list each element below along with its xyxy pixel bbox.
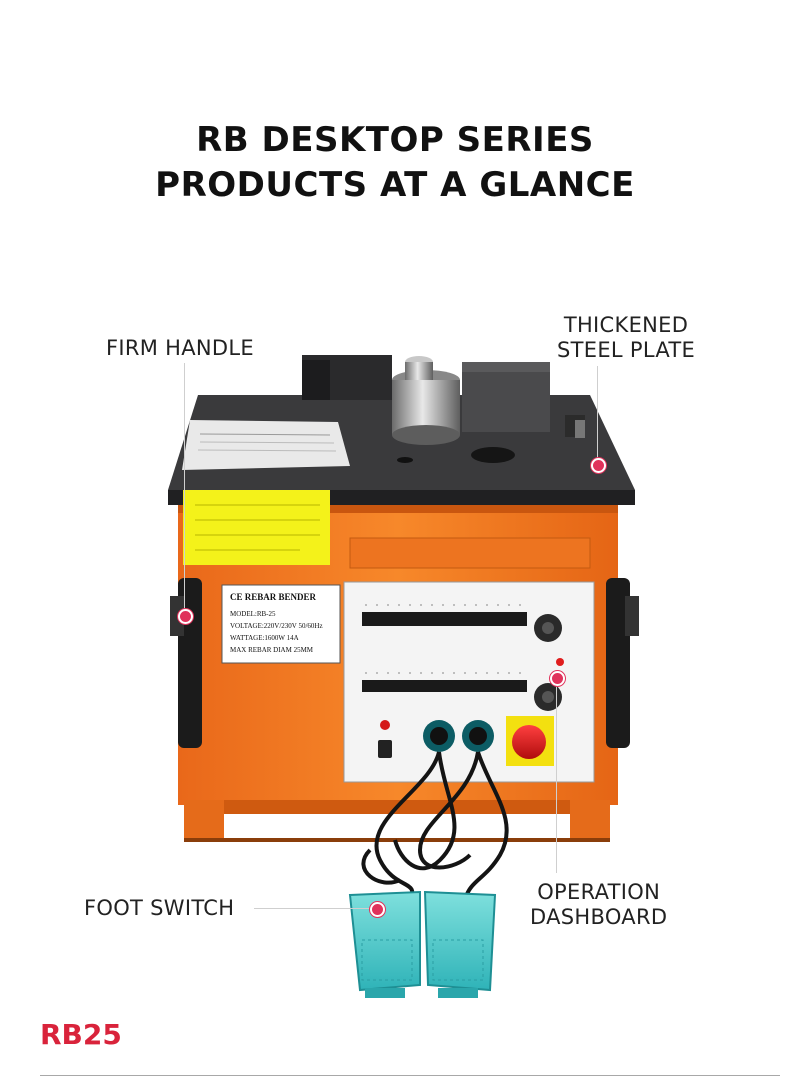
- nameplate-max-diam: MAX REBAR DIAM 25MM: [230, 646, 314, 654]
- foot-switch-marker: [370, 902, 385, 917]
- nameplate-wattage: WATTAGE:1600W 14A: [230, 634, 299, 642]
- page-title-line-1: RB DESKTOP SERIES: [196, 120, 594, 160]
- thickened-plate-label: THICKENED STEEL PLATE: [557, 313, 695, 363]
- foot-pedals: [348, 890, 497, 998]
- thickened-plate-line-1: THICKENED: [563, 313, 689, 337]
- nameplate-title: CE REBAR BENDER: [230, 592, 317, 602]
- thickened-plate-marker: [591, 458, 606, 473]
- firm-handle-marker: [178, 609, 193, 624]
- foot-switch-label: FOOT SWITCH: [84, 896, 235, 920]
- thickened-plate-line-2: STEEL PLATE: [557, 338, 696, 362]
- operation-marker: [550, 671, 565, 686]
- operation-dashboard-label: OPERATION DASHBOARD: [530, 880, 667, 930]
- firm-handle-label: FIRM HANDLE: [106, 336, 254, 360]
- bottom-divider: [40, 1075, 780, 1076]
- operation-dashboard-line-2: DASHBOARD: [530, 905, 668, 929]
- page-title-line-2: PRODUCTS AT A GLANCE: [155, 165, 635, 205]
- operation-dashboard-line-1: OPERATION: [537, 880, 661, 904]
- operation-leader: [556, 677, 557, 873]
- nameplate-model: MODEL:RB-25: [230, 610, 276, 618]
- model-tag: RB25: [40, 1018, 122, 1051]
- foot-switch-leader: [254, 908, 376, 909]
- foot-switch-cables: [361, 751, 509, 901]
- nameplate-voltage: VOLTAGE:220V/230V 50/60Hz: [230, 622, 323, 630]
- nameplate: CE REBAR BENDER MODEL:RB-25 VOLTAGE:220V…: [221, 584, 341, 664]
- steel-top-plate: [168, 355, 635, 505]
- thickened-plate-leader: [597, 366, 598, 464]
- firm-handle-leader: [184, 363, 185, 613]
